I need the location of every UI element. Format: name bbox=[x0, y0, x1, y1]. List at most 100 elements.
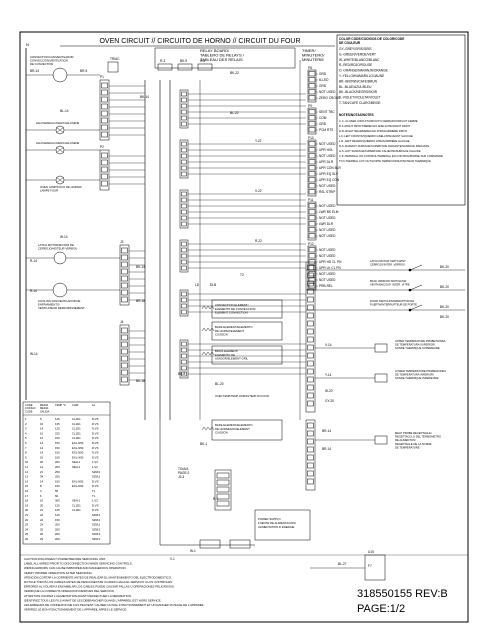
p6-pin bbox=[307, 430, 314, 437]
cook-table-cell: 6 bbox=[40, 494, 42, 498]
timer-connector bbox=[307, 201, 317, 241]
p5-pin bbox=[307, 336, 314, 343]
cook-table-cell: 20 bbox=[40, 460, 44, 464]
wire-label: R-14 bbox=[30, 289, 37, 293]
cook-table-cell: 20 bbox=[25, 508, 29, 512]
cook-table-cell: D:VS bbox=[92, 451, 99, 455]
timer-pin-name: UPR HD CL PN bbox=[319, 260, 342, 264]
j4-pin bbox=[121, 348, 128, 355]
timer-pin-name: UPR EQ SLV bbox=[319, 172, 339, 176]
color-code-entry: BR.-BROWN/CAFE/BRUN bbox=[339, 79, 378, 83]
timer-pin-name: LWR DLR bbox=[319, 222, 334, 226]
cook-table-cell: 14 bbox=[40, 479, 44, 483]
timer-connector-label: P12 bbox=[308, 242, 314, 246]
cook-table-cell: 125 bbox=[55, 417, 60, 421]
cook-table-cell: 14 bbox=[40, 446, 44, 450]
wire-label: BR-14 bbox=[30, 69, 39, 73]
caution-line: ATTENTION:COUPEZ L'ALIMENTATION AVANT D'… bbox=[24, 594, 132, 598]
timer-pin bbox=[308, 89, 316, 95]
thermostat-label: T2 bbox=[240, 273, 244, 277]
cook-table-cell: 200 bbox=[55, 532, 60, 536]
cook-table-cell: 6 bbox=[25, 441, 27, 445]
p1-pin bbox=[101, 124, 108, 131]
timer-pin bbox=[308, 183, 316, 189]
cook-table-cell: 10 bbox=[40, 422, 44, 426]
cook-table-cell: 15 bbox=[25, 484, 29, 488]
cook-table-cell: CL1D1 bbox=[72, 422, 81, 426]
cook-table-cell: D:VS bbox=[92, 446, 99, 450]
note-item: L.R.-LEFT REAR/IZQUIERDO ATRAS/ARRIERE G… bbox=[339, 139, 410, 143]
relay-pin bbox=[181, 97, 187, 103]
p5-pin bbox=[307, 352, 314, 359]
relay-connector bbox=[179, 89, 189, 129]
wire-label: BK-20 bbox=[440, 305, 449, 309]
wire bbox=[55, 176, 65, 184]
cook-table-cell: D:VS bbox=[92, 479, 99, 483]
neutral-label: N bbox=[26, 42, 29, 47]
timer-pin bbox=[308, 209, 316, 215]
note-item: R.R.-RIGHT REAR/DERECHO ATRAS/ARRIERE DR… bbox=[339, 129, 407, 133]
timer-connector-label: P9 bbox=[308, 104, 312, 108]
timer-pin-name: NOT USED bbox=[319, 204, 336, 208]
wire bbox=[409, 284, 423, 291]
timer-pin bbox=[308, 265, 316, 271]
cook-table-cell: 1:V2 bbox=[92, 499, 98, 503]
timer-pin bbox=[308, 233, 316, 239]
cook-table-cell: CL1D1 bbox=[72, 503, 81, 507]
cook-table-cell: EXL-N50 bbox=[72, 479, 84, 483]
meat-probe-receptacle-icon bbox=[374, 435, 388, 445]
cook-table-header: CH/R bbox=[72, 403, 78, 407]
cook-table-cell: 18 bbox=[25, 499, 29, 503]
timer-pin bbox=[308, 203, 316, 209]
caution-notes: CAUTION:DISCONNECT POWER BEFORE SERVICIN… bbox=[20, 554, 468, 612]
cook-table-cell: EXL-N50 bbox=[72, 451, 84, 455]
caution-line: LES ERREURS DE CONNEXION DE FILS PEUVENT… bbox=[24, 603, 205, 607]
timer-pin-name: ZERO CROSS bbox=[319, 96, 340, 100]
cook-table-cell: 200 bbox=[55, 523, 60, 527]
p5-pin bbox=[307, 312, 314, 319]
p2-pin bbox=[101, 180, 108, 187]
timer-pin-name: SENT TBC bbox=[319, 110, 335, 114]
halogen-lamp-label: HALOGEN/HALOGENO/HALOGENE bbox=[36, 141, 80, 145]
p6-pin bbox=[307, 478, 314, 485]
wire-label: BK-18 bbox=[136, 379, 145, 383]
cook-table-cell: SZM:2 bbox=[92, 513, 101, 517]
timer-pin bbox=[308, 121, 316, 127]
timer-pin-name: NOT USED bbox=[319, 234, 336, 238]
relay-pin bbox=[181, 265, 187, 271]
relay-pin bbox=[181, 121, 187, 127]
cook-table-cell: D:VS bbox=[92, 422, 99, 426]
cook-table-cell: 23 bbox=[25, 523, 29, 527]
relay-pin bbox=[181, 359, 187, 365]
relay-connector bbox=[179, 339, 189, 379]
cook-table-cell: 4 bbox=[40, 489, 42, 493]
cook-table-cell: 125 bbox=[55, 513, 60, 517]
cook-table-cell: SZM:2 bbox=[92, 518, 101, 522]
cook-table-cell: SZM:2 bbox=[92, 523, 101, 527]
relay-pin bbox=[181, 259, 187, 265]
bake-element-upper-box bbox=[211, 321, 283, 341]
cook-table-cell: D:VS bbox=[92, 508, 99, 512]
relay-connector bbox=[179, 189, 189, 229]
wire-label: W-14 bbox=[60, 235, 68, 239]
j3-pin bbox=[121, 261, 128, 268]
timer-pin-name: UPR CON BLR bbox=[319, 166, 341, 170]
relay-pin bbox=[181, 291, 187, 297]
wire-label: BL-20 bbox=[215, 382, 224, 386]
f-pin bbox=[216, 472, 230, 479]
convection-element-symbol bbox=[201, 305, 215, 310]
p2-label: P2 bbox=[100, 145, 104, 149]
relay-pin bbox=[181, 147, 187, 153]
relay-pin bbox=[181, 253, 187, 259]
cook-table-cell: 21 bbox=[40, 508, 44, 512]
p1-pin bbox=[101, 131, 108, 138]
cook-table-cell: 14 bbox=[40, 436, 44, 440]
color-code-entry: GY.-GREY/GRIS/GRIS bbox=[339, 47, 372, 51]
timer-pin-name: B-LED bbox=[319, 78, 329, 82]
timer-pin bbox=[308, 77, 316, 83]
cook-table-cell: 24 bbox=[40, 523, 44, 527]
timer-pin-name: NOT USED bbox=[319, 254, 336, 258]
